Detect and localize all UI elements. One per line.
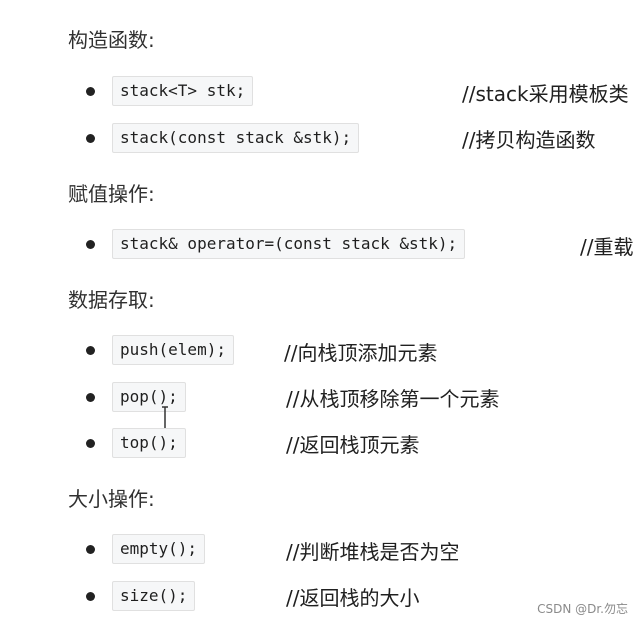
bullet-icon <box>86 393 95 402</box>
watermark: CSDN @Dr.勿忘 <box>537 602 628 616</box>
code-top: top(); <box>112 428 186 458</box>
comment-stack-default: //stack采用模板类 <box>462 82 629 106</box>
code-push: push(elem); <box>112 335 234 365</box>
bullet-icon <box>86 346 95 355</box>
section-heading-constructors: 构造函数: <box>68 28 155 52</box>
comment-pop: //从栈顶移除第一个元素 <box>286 387 500 411</box>
comment-size: //返回栈的大小 <box>286 586 420 610</box>
code-stack-copy: stack(const stack &stk); <box>112 123 360 153</box>
bullet-icon <box>86 545 95 554</box>
section-heading-data-access: 数据存取: <box>68 288 155 312</box>
bullet-icon <box>86 134 95 143</box>
comment-operator-assign: //重载 <box>580 235 634 259</box>
bullet-icon <box>86 592 95 601</box>
bullet-icon <box>86 439 95 448</box>
code-pop: pop(); <box>112 382 186 412</box>
code-stack-default: stack<T> stk; <box>112 76 254 106</box>
section-heading-size: 大小操作: <box>68 487 155 511</box>
code-size: size(); <box>112 581 196 611</box>
bullet-icon <box>86 240 95 249</box>
comment-top: //返回栈顶元素 <box>286 433 420 457</box>
text-cursor-icon <box>162 406 168 430</box>
comment-push: //向栈顶添加元素 <box>284 341 438 365</box>
bullet-icon <box>86 87 95 96</box>
section-heading-assignment: 赋值操作: <box>68 182 155 206</box>
code-operator-assign: stack& operator=(const stack &stk); <box>112 229 466 259</box>
comment-empty: //判断堆栈是否为空 <box>286 540 460 564</box>
code-empty: empty(); <box>112 534 206 564</box>
comment-stack-copy: //拷贝构造函数 <box>462 128 596 152</box>
